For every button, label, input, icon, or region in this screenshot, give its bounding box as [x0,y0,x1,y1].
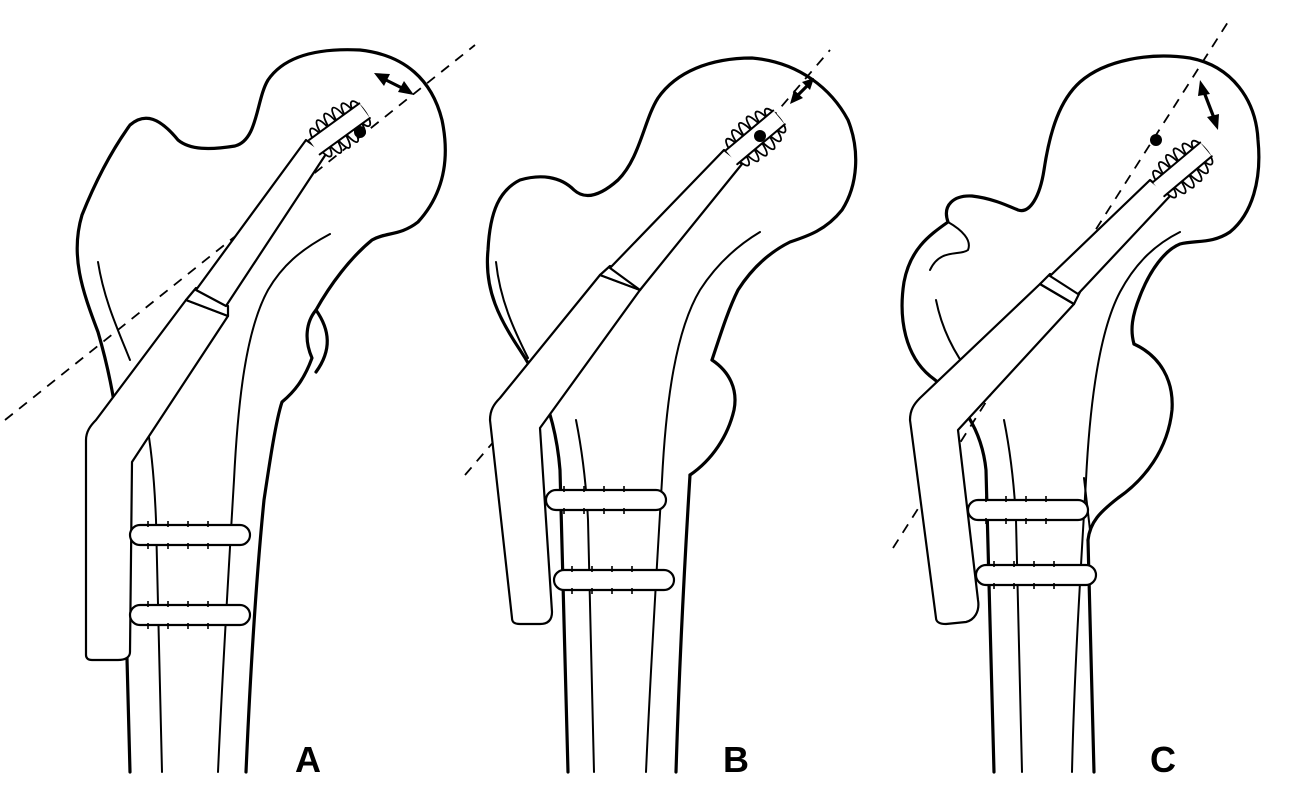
femur-outline-b [485,56,858,774]
lag-screw-shaft-a [194,138,328,308]
panel-label-a: A [295,739,321,780]
tip-apex-arrow-c [1202,91,1216,119]
panel-label-c: C [1150,739,1176,780]
panel-b [464,49,858,774]
panel-a [4,44,476,774]
apex-point-b [754,130,766,142]
side-plate-b [488,273,642,626]
apex-point-c [1150,134,1162,146]
panel-label-b: B [723,739,749,780]
side-plate-c [908,282,1076,626]
lag-screw-shaft-b [608,148,744,292]
side-plate-a [84,298,230,662]
cortical-screw-a2 [128,599,252,631]
femur-outline-a [75,48,447,774]
femur-outline-c [900,54,1261,774]
lag-screw-shaft-c [1048,178,1172,296]
panel-c [892,21,1261,774]
cortical-screw-c2 [974,559,1098,591]
cortical-screw-b2 [552,564,676,596]
apex-point-a [354,126,366,138]
cortical-screw-c1 [966,494,1090,526]
cortical-screw-b1 [544,484,668,516]
cortical-screw-a1 [128,519,252,551]
